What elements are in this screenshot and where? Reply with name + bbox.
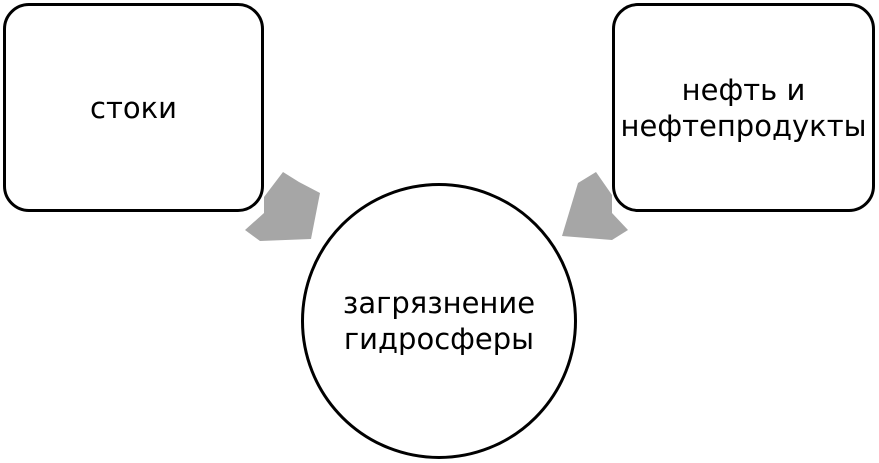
node-oil-products: нефть и нефтепродукты (612, 3, 875, 212)
node-stoki-label: стоки (90, 90, 177, 125)
arrow-oil-to-center (562, 172, 628, 240)
node-hydrosphere-pollution: загрязнение гидросферы (301, 183, 577, 459)
node-hydrosphere-pollution-label: загрязнение гидросферы (342, 286, 536, 356)
arrow-stoki-to-center (245, 172, 320, 241)
node-stoki: стоки (3, 3, 264, 212)
node-oil-products-label: нефть и нефтепродукты (620, 72, 867, 143)
